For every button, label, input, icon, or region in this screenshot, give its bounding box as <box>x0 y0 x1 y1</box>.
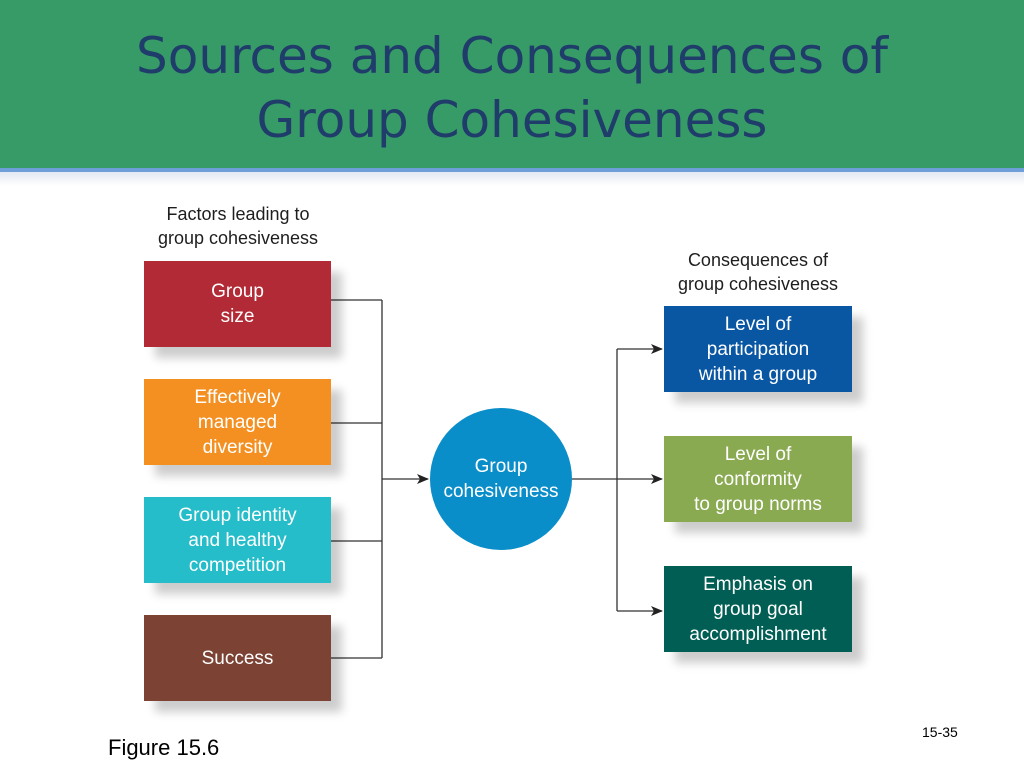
header-band <box>0 0 1024 168</box>
participation-line-2: participation <box>706 338 810 360</box>
factor-group-identity: Group identity and healthy competition <box>144 497 331 583</box>
conformity-line-3: to group norms <box>694 493 822 515</box>
cohesiveness-line-2: cohesiveness <box>443 481 559 502</box>
participation-line-3: within a group <box>698 363 818 385</box>
factor-identity-line-1: Group identity <box>178 504 297 526</box>
participation-line-1: Level of <box>724 313 792 335</box>
factor-identity-line-2: and healthy <box>188 529 287 551</box>
factors-heading-line-1: Factors leading to <box>166 204 310 224</box>
conformity-line-1: Level of <box>724 443 792 465</box>
consequence-goal-accomplishment: Emphasis on group goal accomplishment <box>664 566 852 652</box>
cohesiveness-circle: Group cohesiveness <box>430 408 572 550</box>
title-line-1: Sources and Consequences of <box>136 27 888 85</box>
page-title: Sources and Consequences of Group Cohesi… <box>0 24 1024 152</box>
factor-diversity-line-3: diversity <box>202 436 273 458</box>
factor-success: Success <box>144 615 331 701</box>
factors-heading: Factors leading to group cohesiveness <box>130 202 346 250</box>
figure-caption: Figure 15.6 <box>108 735 220 760</box>
factor-managed-diversity: Effectively managed diversity <box>144 379 331 465</box>
factor-diversity-line-1: Effectively <box>194 386 281 408</box>
factor-identity-line-3: competition <box>188 554 287 576</box>
goal-line-2: group goal <box>713 598 803 620</box>
consequences-heading: Consequences of group cohesiveness <box>650 248 866 296</box>
consequence-participation: Level of participation within a group <box>664 306 852 392</box>
consequences-heading-line-1: Consequences of <box>687 250 829 270</box>
consequences-heading-line-2: group cohesiveness <box>677 274 839 294</box>
factor-group-size-line-2: size <box>220 306 255 327</box>
header-divider <box>0 168 1024 172</box>
title-line-2: Group Cohesiveness <box>256 91 768 149</box>
conformity-line-2: conformity <box>714 468 802 490</box>
consequence-conformity: Level of conformity to group norms <box>664 436 852 522</box>
goal-line-1: Emphasis on <box>703 573 813 595</box>
goal-line-3: accomplishment <box>689 623 827 645</box>
header-shadow <box>0 172 1024 186</box>
factor-success-line-1: Success <box>201 647 274 669</box>
cohesiveness-line-1: Group <box>474 456 528 477</box>
factors-heading-line-2: group cohesiveness <box>157 228 319 248</box>
factor-group-size: Group size <box>144 261 331 347</box>
factor-diversity-line-2: managed <box>197 411 278 433</box>
factor-group-size-line-1: Group <box>211 281 264 302</box>
page-number: 15-35 <box>922 724 958 740</box>
